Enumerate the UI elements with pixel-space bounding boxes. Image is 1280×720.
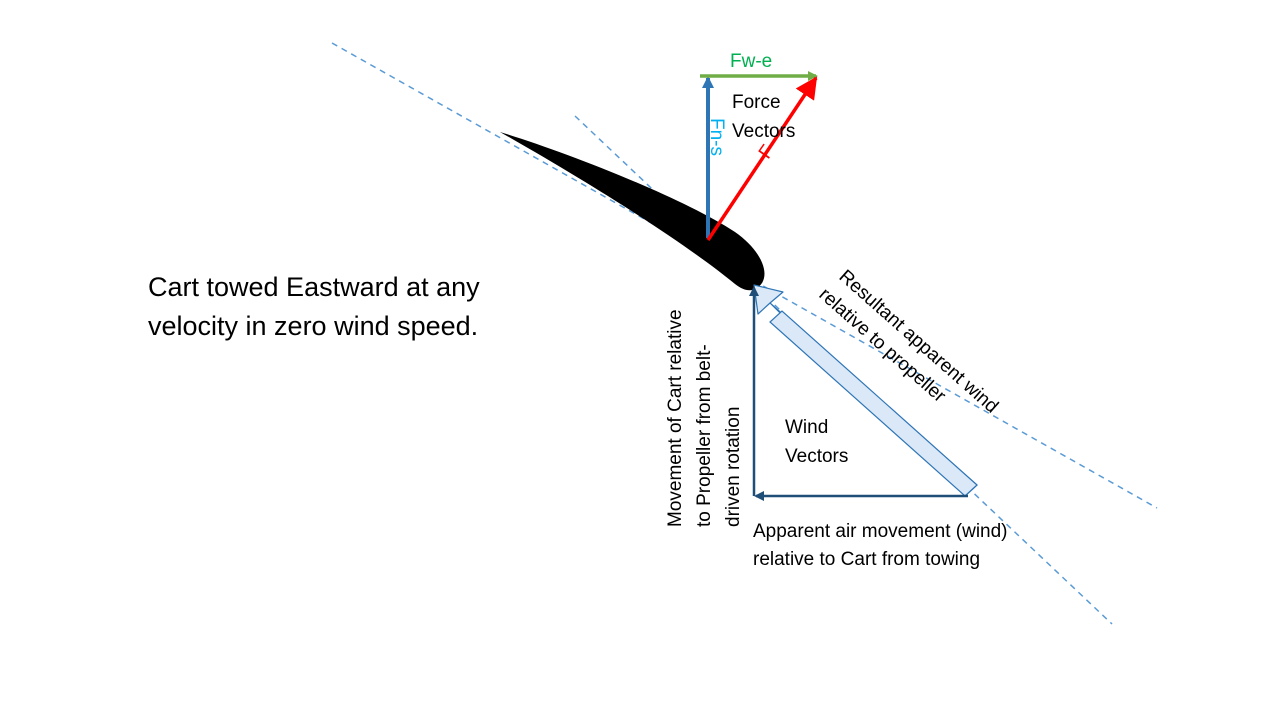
cart-movement-label-1: Movement of Cart relative xyxy=(665,309,686,527)
apparent-air-label-2: relative to Cart from towing xyxy=(753,549,980,570)
fns-label: Fn-s xyxy=(706,118,727,156)
fwe-label: Fw-e xyxy=(730,51,772,72)
apparent-air-label-1: Apparent air movement (wind) xyxy=(753,521,1008,542)
cart-movement-label-2: to Propeller from belt- xyxy=(694,344,715,527)
wind-vectors-label-1: Wind xyxy=(785,417,828,438)
f-label: F xyxy=(755,141,779,163)
cart-movement-label-3: driven rotation xyxy=(723,407,744,527)
propeller-blade xyxy=(500,132,765,291)
force-vectors-label-1: Force xyxy=(732,92,781,113)
caption-line-2: velocity in zero wind speed. xyxy=(148,311,478,341)
resultant-wind-shaft xyxy=(769,310,978,497)
f-vector xyxy=(706,76,818,241)
wind-vectors-label-2: Vectors xyxy=(785,446,848,467)
force-vectors-label-2: Vectors xyxy=(732,121,795,142)
caption-line-1: Cart towed Eastward at any xyxy=(148,272,480,302)
